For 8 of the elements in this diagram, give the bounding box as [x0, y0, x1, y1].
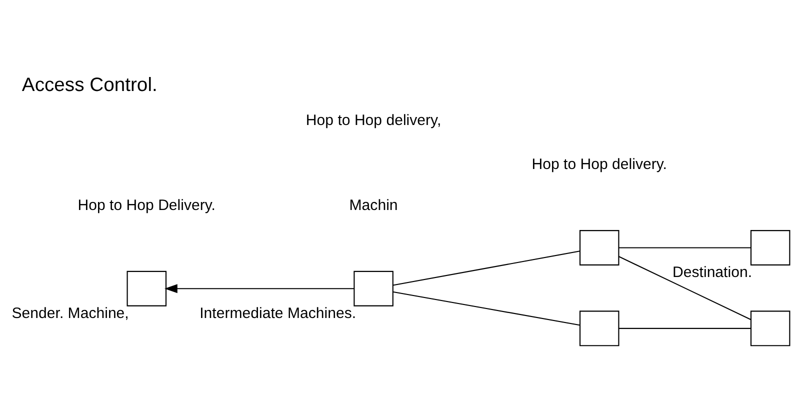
node-label: Destination.	[672, 264, 752, 280]
label: Hop to Hop Delivery.	[77, 196, 216, 214]
label: Hop to Hop delivery.	[531, 155, 666, 172]
label: Hop to Hop delivery,	[305, 111, 441, 128]
label: Machin	[348, 196, 398, 214]
node-label: Sender. Machine,	[11, 304, 128, 322]
diagram-title: Access Control.	[21, 74, 157, 96]
node-label: Intermediate Machines.	[199, 304, 356, 322]
